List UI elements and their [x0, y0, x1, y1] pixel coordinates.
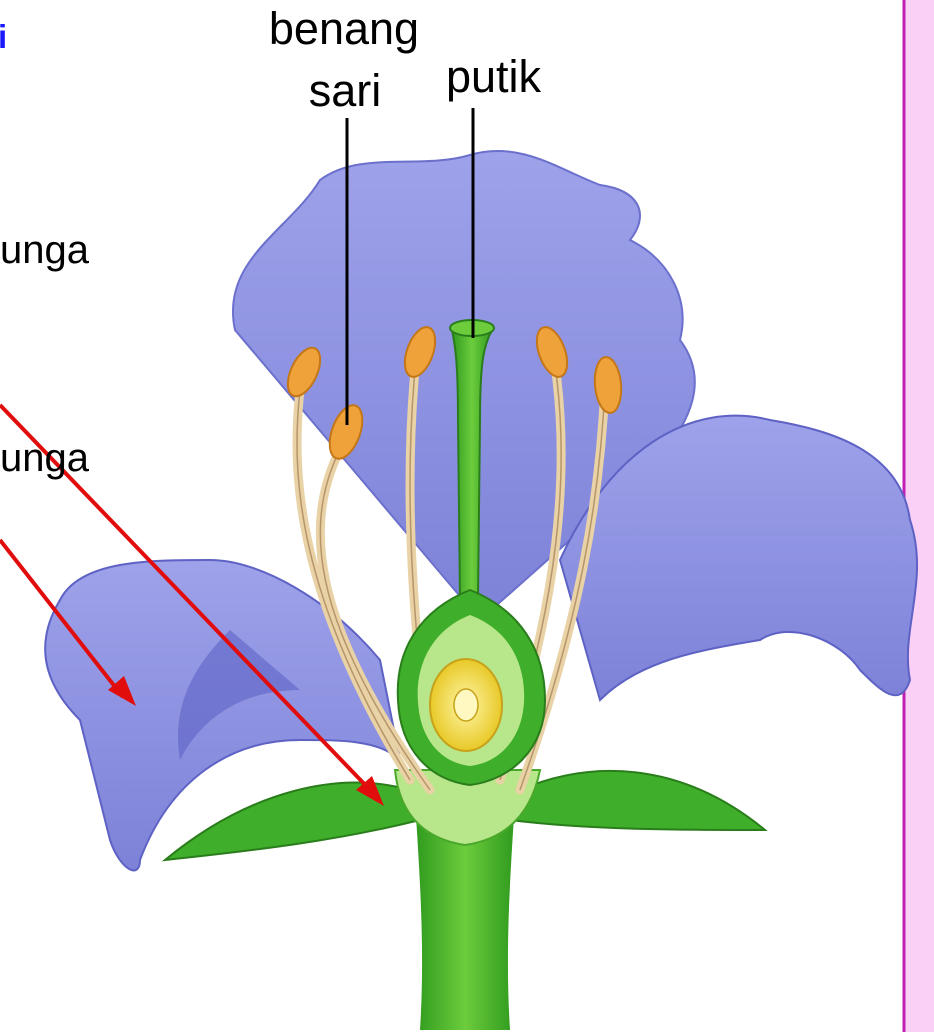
left-label-1: unga: [0, 228, 89, 273]
ovule-center: [454, 689, 478, 721]
stamen-label-line2: sari: [290, 66, 400, 116]
sepal-right: [510, 771, 765, 830]
pistil-label: putik: [446, 52, 541, 102]
left-label-2: unga: [0, 436, 89, 481]
heading-fragment: i: [0, 18, 7, 56]
sepal-left: [165, 783, 420, 860]
stamen-label-line1: benang: [254, 4, 434, 54]
